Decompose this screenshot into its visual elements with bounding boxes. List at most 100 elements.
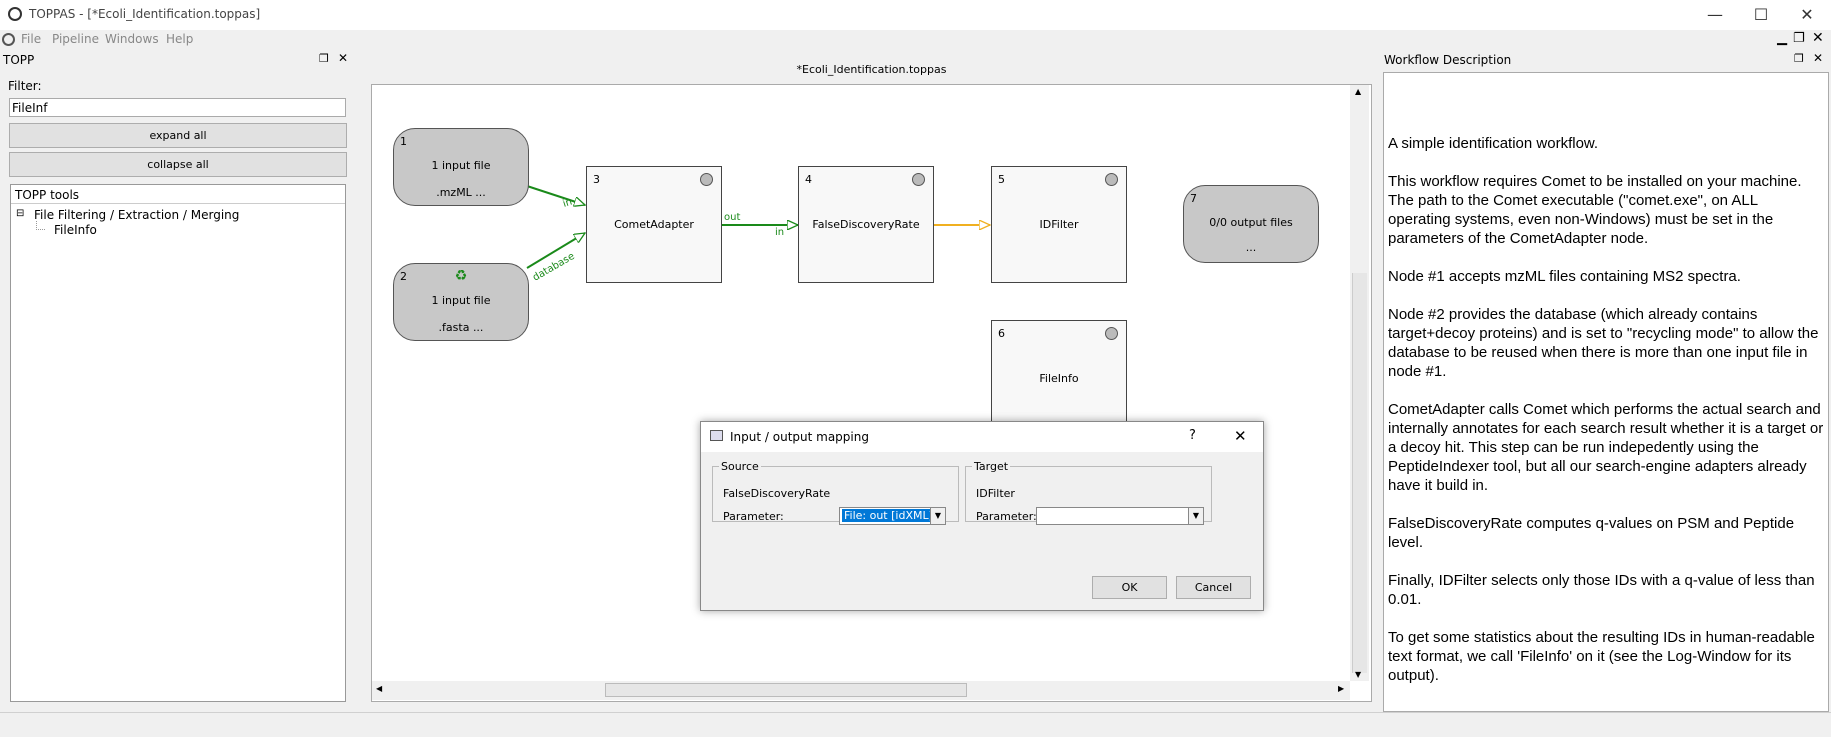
topp-tools-tree: TOPP tools ⊟ File Filtering / Extraction… bbox=[10, 184, 346, 702]
scroll-up-icon[interactable]: ▲ bbox=[1355, 87, 1362, 96]
node-status-icon bbox=[912, 173, 925, 186]
description-title: Workflow Description bbox=[1384, 53, 1512, 67]
cancel-button[interactable]: Cancel bbox=[1176, 576, 1251, 599]
source-parameter-select[interactable]: File: out [idXML] ▼ bbox=[839, 507, 946, 525]
minimize-button[interactable]: — bbox=[1707, 5, 1723, 24]
dialog-close-button[interactable]: ✕ bbox=[1234, 427, 1247, 445]
filter-input[interactable] bbox=[9, 98, 346, 117]
node-sublabel: .fasta ... bbox=[438, 321, 484, 334]
node-idfilter[interactable]: 5 IDFilter bbox=[991, 166, 1127, 283]
status-bar bbox=[0, 712, 1831, 737]
node-input-mzml[interactable]: 1 1 input file .mzML ... bbox=[393, 128, 529, 206]
dialog-window-icon bbox=[710, 430, 723, 441]
app-icon bbox=[8, 7, 22, 21]
maximize-button[interactable]: ☐ bbox=[1753, 5, 1769, 24]
node-input-fasta[interactable]: 2 ♻ 1 input file .fasta ... bbox=[393, 263, 529, 341]
dialog-title-bar: Input / output mapping ? ✕ bbox=[701, 422, 1263, 452]
topp-panel: TOPP ❐ ✕ Filter: expand all collapse all bbox=[0, 50, 356, 704]
panel-close-icon[interactable]: ✕ bbox=[338, 51, 349, 65]
node-fileinfo[interactable]: 6 FileInfo bbox=[991, 320, 1127, 437]
edges-layer: in database out in bbox=[526, 185, 1371, 284]
dialog-title: Input / output mapping bbox=[730, 430, 869, 444]
mdi-restore-icon[interactable]: ❐ bbox=[1793, 31, 1805, 46]
tree-expander-icon[interactable]: ⊟ bbox=[16, 208, 25, 219]
panel-close-icon[interactable]: ✕ bbox=[1813, 51, 1824, 65]
edge-2-3[interactable] bbox=[526, 232, 585, 269]
node-number: 2 bbox=[400, 270, 407, 283]
node-number: 7 bbox=[1190, 192, 1197, 205]
node-number: 5 bbox=[998, 173, 1005, 186]
node-number: 3 bbox=[593, 173, 600, 186]
node-number: 1 bbox=[400, 135, 407, 148]
description-paragraph: Finally, IDFilter selects only those IDs… bbox=[1388, 572, 1815, 608]
node-sublabel: ... bbox=[1245, 241, 1257, 254]
node-status-icon bbox=[700, 173, 713, 186]
recycle-icon: ♻ bbox=[454, 268, 468, 284]
node-cometadapter[interactable]: 3 CometAdapter bbox=[586, 166, 722, 283]
chevron-down-icon[interactable]: ▼ bbox=[1188, 508, 1203, 524]
collapse-all-button[interactable]: collapse all bbox=[9, 152, 347, 177]
edge-label-database: database bbox=[531, 251, 577, 284]
source-parameter-label: Parameter: bbox=[723, 510, 784, 523]
node-label: 1 input file bbox=[431, 159, 491, 172]
close-button[interactable]: ✕ bbox=[1800, 5, 1814, 24]
node-label: FileInfo bbox=[1039, 372, 1079, 385]
node-label: CometAdapter bbox=[614, 218, 694, 231]
node-number: 6 bbox=[998, 327, 1005, 340]
node-sublabel: .mzML ... bbox=[436, 186, 486, 199]
horizontal-scrollbar[interactable]: ◀ ▶ bbox=[372, 681, 1350, 700]
node-label: 0/0 output files bbox=[1209, 216, 1293, 229]
description-paragraph: CometAdapter calls Comet which performs … bbox=[1388, 401, 1824, 494]
float-icon[interactable]: ❐ bbox=[1794, 52, 1804, 65]
description-paragraph: This workflow requires Comet to be insta… bbox=[1388, 173, 1802, 247]
edge-label-out: out bbox=[724, 212, 740, 223]
title-bar: TOPPAS - [*Ecoli_Identification.toppas] … bbox=[0, 0, 1831, 30]
scroll-left-icon[interactable]: ◀ bbox=[376, 684, 383, 693]
description-panel-header: Workflow Description ❐ ✕ bbox=[1382, 50, 1831, 72]
target-parameter-select[interactable]: ▼ bbox=[1036, 507, 1204, 525]
filter-label: Filter: bbox=[8, 79, 42, 93]
description-text: A simple identification workflow. This w… bbox=[1388, 134, 1824, 704]
float-icon[interactable]: ❐ bbox=[319, 52, 329, 65]
description-paragraph: Node #1 accepts mzML files containing MS… bbox=[1388, 268, 1741, 285]
menu-windows[interactable]: Windows bbox=[105, 32, 159, 46]
source-node-name: FalseDiscoveryRate bbox=[723, 487, 831, 500]
tree-item-file-filtering[interactable]: File Filtering / Extraction / Merging bbox=[34, 208, 240, 222]
menu-pipeline[interactable]: Pipeline bbox=[52, 32, 99, 46]
node-label: IDFilter bbox=[1039, 218, 1079, 231]
edge-label-in: in bbox=[562, 197, 574, 210]
source-group: Source bbox=[712, 460, 959, 522]
description-paragraph: To get some statistics about the resulti… bbox=[1388, 629, 1815, 684]
tree-item-fileinfo[interactable]: FileInfo bbox=[54, 223, 97, 237]
scroll-right-icon[interactable]: ▶ bbox=[1338, 684, 1345, 693]
expand-all-button[interactable]: expand all bbox=[9, 123, 347, 148]
menu-file[interactable]: File bbox=[21, 32, 42, 46]
menu-help[interactable]: Help bbox=[166, 32, 194, 46]
node-status-icon bbox=[1105, 173, 1118, 186]
canvas-tab[interactable]: *Ecoli_Identification.toppas bbox=[371, 60, 1372, 82]
ok-button[interactable]: OK bbox=[1092, 576, 1167, 599]
menu-app-icon bbox=[2, 33, 15, 46]
dialog-help-button[interactable]: ? bbox=[1189, 428, 1196, 443]
node-label: FalseDiscoveryRate bbox=[812, 218, 920, 231]
scroll-down-icon[interactable]: ▼ bbox=[1355, 670, 1362, 679]
mdi-close-icon[interactable]: ✕ bbox=[1812, 30, 1824, 46]
source-legend: Source bbox=[721, 460, 759, 473]
description-paragraph: A simple identification workflow. bbox=[1388, 135, 1599, 152]
scroll-thumb-h[interactable] bbox=[605, 683, 967, 697]
chevron-down-icon[interactable]: ▼ bbox=[930, 508, 945, 524]
edge-1-3[interactable] bbox=[526, 185, 585, 205]
node-status-icon bbox=[1105, 327, 1118, 340]
edge-label-in-fdr: in bbox=[775, 227, 784, 238]
window-title: TOPPAS - [*Ecoli_Identification.toppas] bbox=[29, 7, 261, 21]
node-output-files[interactable]: 7 0/0 output files ... bbox=[1183, 185, 1319, 263]
node-label: 1 input file bbox=[431, 294, 491, 307]
description-paragraph: FalseDiscoveryRate computes q-values on … bbox=[1388, 515, 1795, 551]
mdi-minimize-icon[interactable]: ▁ bbox=[1777, 31, 1787, 46]
workflow-description[interactable]: A simple identification workflow. This w… bbox=[1383, 72, 1829, 712]
scroll-thumb[interactable] bbox=[1352, 273, 1367, 673]
io-mapping-dialog: Input / output mapping ? ✕ Source FalseD… bbox=[700, 421, 1264, 611]
node-falsediscoveryrate[interactable]: 4 FalseDiscoveryRate bbox=[798, 166, 934, 283]
menu-bar: File Pipeline Windows Help ▁ ❐ ✕ bbox=[0, 30, 1831, 50]
vertical-scrollbar[interactable]: ▲ ▼ bbox=[1350, 85, 1369, 681]
